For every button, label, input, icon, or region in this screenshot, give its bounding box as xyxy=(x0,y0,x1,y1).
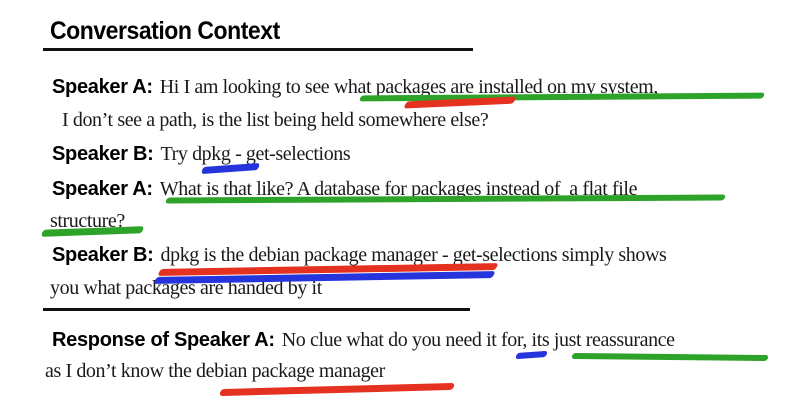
speaker-b-line-3-text: you what packages are handed by it xyxy=(50,277,322,299)
speaker-b-line-2: Speaker B: dpkg is the debian package man… xyxy=(52,243,667,267)
response-label: Response of Speaker A: xyxy=(52,329,275,351)
page-title: Conversation Context xyxy=(50,17,280,45)
speaker-a-label: Speaker A: xyxy=(52,76,153,98)
red-underline-debian-manager xyxy=(218,382,456,397)
speaker-a-line-3: Speaker A: What is that like? A database … xyxy=(52,177,637,201)
response-line-1-text: No clue what do you need it for, its jus… xyxy=(281,329,675,351)
response-line-2-text: as I don’t know the debian package manag… xyxy=(45,360,385,382)
speaker-b-label: Speaker B: xyxy=(52,143,154,165)
green-underline-reassurance xyxy=(571,352,769,362)
speaker-a-line-2: I don’t see a path, is the list being he… xyxy=(62,108,489,132)
speaker-a-line-2-text: I don’t see a path, is the list being he… xyxy=(62,109,489,131)
speaker-b-line-1: Speaker B: Try dpkg - get-selections xyxy=(52,142,351,166)
speaker-a-line-1-text: Hi I am looking to see what packages are… xyxy=(159,76,659,98)
response-line-2: as I don’t know the debian package manag… xyxy=(45,359,385,383)
speaker-b-line-3: you what packages are handed by it xyxy=(50,276,322,300)
speaker-a-line-3-text: What is that like? A database for packag… xyxy=(159,178,638,200)
section-divider-rule xyxy=(43,308,470,311)
speaker-b-line-2-text: dpkg is the debian package manager - get… xyxy=(160,244,667,266)
speaker-b-line-1-text: Try dpkg - get-selections xyxy=(160,143,351,165)
response-line-1: Response of Speaker A: No clue what do yo… xyxy=(52,328,675,352)
speaker-a-line-1: Speaker A: Hi I am looking to see what pa… xyxy=(52,75,658,99)
title-underline-rule xyxy=(43,48,473,51)
speaker-a-label-2: Speaker A: xyxy=(52,178,153,200)
speaker-b-label-2: Speaker B: xyxy=(52,244,154,266)
blue-underline-it xyxy=(515,350,548,360)
